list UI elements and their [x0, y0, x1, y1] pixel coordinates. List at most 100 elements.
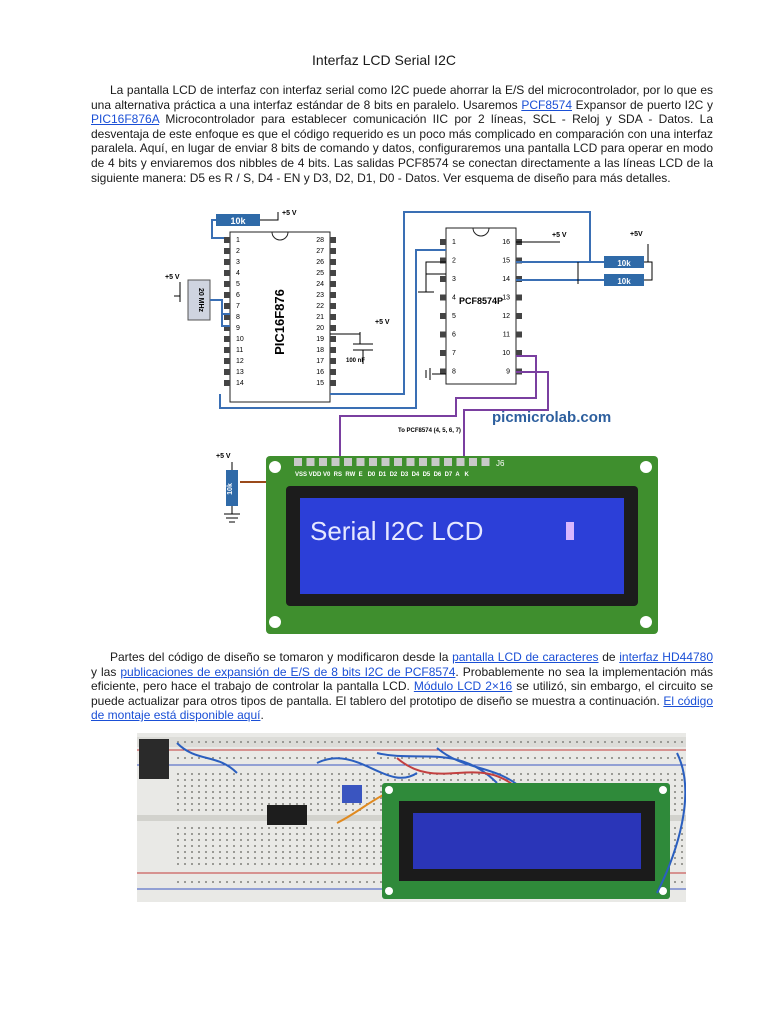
- breadboard-hole: [415, 741, 417, 743]
- ic-chip: [267, 805, 307, 825]
- breadboard-hole: [324, 827, 326, 829]
- breadboard-hole: [471, 779, 473, 781]
- breadboard-hole: [359, 839, 361, 841]
- breadboard-hole: [324, 863, 326, 865]
- breadboard-hole: [317, 851, 319, 853]
- breadboard-hole: [268, 845, 270, 847]
- breadboard-hole: [408, 757, 410, 759]
- breadboard-hole: [226, 785, 228, 787]
- breadboard-hole: [380, 785, 382, 787]
- breadboard-hole: [429, 757, 431, 759]
- pcf-left-pin-6: [440, 331, 446, 338]
- breadboard-hole: [303, 741, 305, 743]
- breadboard-hole: [310, 845, 312, 847]
- breadboard-hole: [653, 779, 655, 781]
- breadboard-hole: [198, 773, 200, 775]
- breadboard-hole: [324, 803, 326, 805]
- breadboard-hole: [212, 791, 214, 793]
- breadboard-hole: [366, 845, 368, 847]
- vcc-label-cap: +5 V: [375, 319, 390, 326]
- breadboard-hole: [331, 773, 333, 775]
- link-publicaciones-pcf8574[interactable]: publicaciones de expansión de E/S de 8 b…: [120, 664, 456, 679]
- breadboard-hole: [191, 827, 193, 829]
- breadboard-hole: [317, 779, 319, 781]
- breadboard-hole: [261, 809, 263, 811]
- breadboard-hole: [240, 863, 242, 865]
- breadboard-hole: [324, 839, 326, 841]
- breadboard-hole: [317, 785, 319, 787]
- lcd-header-pad: [419, 458, 427, 466]
- breadboard-hole: [345, 863, 347, 865]
- pic-left-pin-7: [224, 303, 230, 309]
- p2-text-2: de: [598, 650, 620, 664]
- vcc-label-pcf: +5 V: [552, 232, 567, 239]
- breadboard-hole: [387, 779, 389, 781]
- breadboard-hole: [464, 741, 466, 743]
- pic-left-pin-12: [224, 358, 230, 364]
- pcf-left-pin-number: 4: [452, 295, 456, 302]
- breadboard-hole: [317, 791, 319, 793]
- breadboard-hole: [303, 881, 305, 883]
- breadboard-hole: [219, 785, 221, 787]
- breadboard-hole: [317, 803, 319, 805]
- breadboard-hole: [240, 741, 242, 743]
- breadboard-hole: [366, 881, 368, 883]
- breadboard-hole: [324, 845, 326, 847]
- breadboard-hole: [261, 803, 263, 805]
- breadboard-hole: [429, 779, 431, 781]
- breadboard-hole: [541, 741, 543, 743]
- breadboard-hole: [205, 863, 207, 865]
- breadboard-hole: [506, 773, 508, 775]
- breadboard-hole: [177, 779, 179, 781]
- breadboard-hole: [268, 797, 270, 799]
- p2-text-1: Partes del código de diseño se tomaron y…: [110, 650, 453, 664]
- breadboard-hole: [345, 779, 347, 781]
- breadboard-hole: [177, 785, 179, 787]
- breadboard-hole: [226, 833, 228, 835]
- breadboard-hole: [219, 851, 221, 853]
- breadboard-hole: [436, 779, 438, 781]
- breadboard-hole: [429, 773, 431, 775]
- breadboard-hole: [611, 757, 613, 759]
- breadboard-hole: [275, 797, 277, 799]
- breadboard-hole: [555, 757, 557, 759]
- link-hd44780[interactable]: interfaz HD44780: [619, 650, 713, 664]
- pcf-left-pin-number: 8: [452, 369, 456, 376]
- breadboard-hole: [681, 845, 683, 847]
- breadboard-hole: [240, 785, 242, 787]
- breadboard-hole: [660, 779, 662, 781]
- breadboard-hole: [254, 773, 256, 775]
- breadboard-hole: [513, 741, 515, 743]
- link-lcd-caracteres[interactable]: pantalla LCD de caracteres: [452, 650, 599, 664]
- breadboard-hole: [317, 863, 319, 865]
- breadboard-hole: [352, 827, 354, 829]
- link-pcf8574[interactable]: PCF8574: [521, 97, 573, 112]
- breadboard-hole: [338, 863, 340, 865]
- breadboard-hole: [177, 791, 179, 793]
- breadboard-hole: [569, 757, 571, 759]
- p2-text-4: . Probablemente no sea la implementación…: [91, 664, 713, 694]
- breadboard-hole: [422, 741, 424, 743]
- breadboard-hole: [359, 803, 361, 805]
- breadboard-hole: [303, 839, 305, 841]
- p1-text-1: La pantalla LCD de interfaz con interfaz…: [91, 83, 713, 112]
- breadboard-hole: [247, 797, 249, 799]
- link-pic16f876a[interactable]: PIC16F876A: [91, 112, 160, 127]
- breadboard-hole: [226, 881, 228, 883]
- breadboard-hole: [681, 881, 683, 883]
- link-codigo-montaje[interactable]: El código de montaje está disponible aqu…: [91, 693, 713, 723]
- breadboard-hole: [478, 779, 480, 781]
- breadboard-hole: [646, 757, 648, 759]
- breadboard-hole: [338, 741, 340, 743]
- breadboard-hole: [590, 741, 592, 743]
- breadboard-hole: [254, 779, 256, 781]
- breadboard-hole: [289, 851, 291, 853]
- breadboard-hole: [233, 857, 235, 859]
- breadboard-hole: [219, 779, 221, 781]
- link-modulo-lcd[interactable]: Módulo LCD 2×16: [413, 679, 513, 694]
- breadboard-hole: [366, 785, 368, 787]
- breadboard-hole: [261, 851, 263, 853]
- breadboard-hole: [324, 791, 326, 793]
- breadboard-hole: [282, 785, 284, 787]
